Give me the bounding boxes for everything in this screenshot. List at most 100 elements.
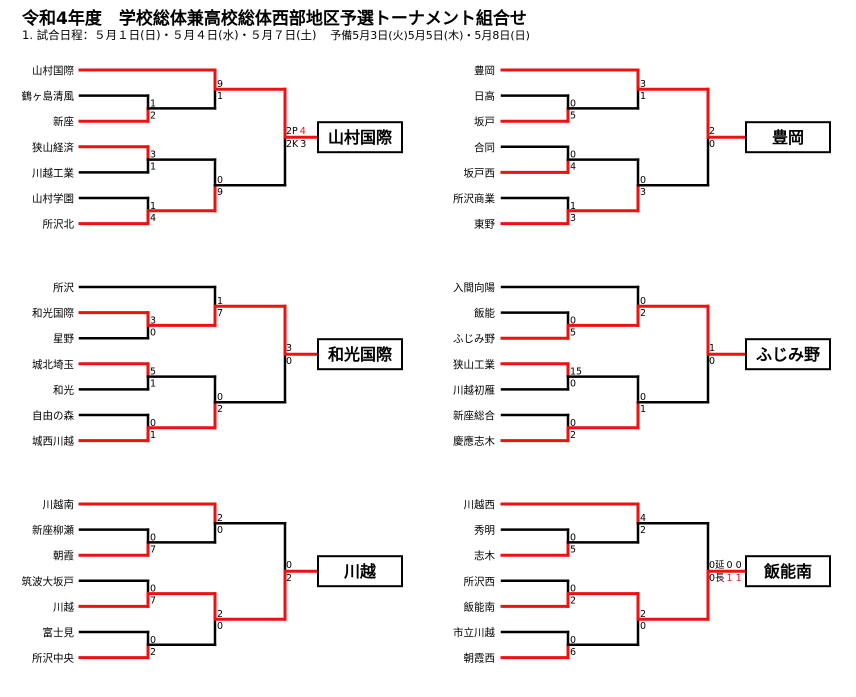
team-name: 所沢 [53,281,74,294]
score: 0 [570,379,576,390]
team-name: 和光国際 [32,307,74,320]
score: 0 [570,98,576,109]
score: 0 [570,635,576,646]
team-name: 所沢商業 [453,192,495,205]
team-name: 川越 [53,600,74,613]
final-score-top: 2 [709,126,715,137]
score: 1 [150,98,156,109]
score: 1 [150,162,156,173]
team-name: 飯能南 [464,600,496,613]
champion-box [317,555,403,588]
champion-box [317,338,403,371]
score: 6 [570,647,576,658]
team-name: 所沢北 [43,218,75,231]
champion-name: 川越 [343,562,377,581]
score: 2 [640,525,646,536]
score: 0 [570,315,576,326]
team-name: 所沢西 [464,575,496,588]
team-name: 所沢中央 [32,652,74,665]
schedule-reserve: 予備5月3日(火)5月5日(木)・5月8日(日) [330,29,530,42]
score: 2 [640,609,646,620]
score: 3 [150,150,156,161]
team-name: 鶴ヶ島清風 [22,90,75,103]
champion-name: 豊岡 [772,128,804,147]
score: 4 [570,162,576,173]
team-name: 星野 [53,333,74,345]
score: 0 [217,525,223,536]
team-name: 城北埼玉 [32,358,74,371]
final-score-top: 1 [709,343,715,354]
final-extra-bottom: 3 [300,139,306,150]
score: 3 [640,79,646,90]
score: 2 [640,308,646,319]
team-name: 豊岡 [474,64,495,77]
score: 3 [570,213,576,224]
score: 3 [150,315,156,326]
team-name: 和光 [53,383,74,396]
team-name: 志木 [474,549,495,562]
team-name: 坂戸西 [464,167,496,179]
team-name: 筑波大坂戸 [22,575,75,588]
score: 9 [217,79,223,90]
score: 0 [640,621,646,632]
champion-name: ふじみ野 [756,345,820,364]
team-name: 飯能 [474,307,495,320]
team-name: ふじみ野 [453,333,495,345]
final-score-bottom: 2K [286,139,299,150]
score: 2 [217,513,223,524]
score: 15 [570,367,582,378]
team-name: 新座柳瀬 [32,524,74,537]
final-score-top: 2P [286,126,298,137]
schedule-dates: 1. 試合日程：５月１日(日)・５月４日(水)・５月７日(土) [22,28,317,42]
score: 2 [150,110,156,121]
score: 7 [150,596,156,607]
score: 7 [150,544,156,555]
team-name: 朝霞西 [464,653,496,665]
score: 1 [150,430,156,441]
score: 5 [570,110,576,121]
champion-name: 山村国際 [328,128,393,147]
score: 0 [570,584,576,595]
score: 0 [640,175,646,186]
score: 1 [217,296,223,307]
page-title: 令和4年度 学校総体兼高校総体西部地区予選トーナメント組合せ [22,9,527,29]
score: 0 [150,327,156,338]
score: 2 [570,430,576,441]
champion-name: 飯能南 [763,562,812,581]
score: 5 [570,544,576,555]
team-name: 新座 [53,115,74,128]
team-name: 城西川越 [32,435,74,448]
team-name: 山村国際 [32,64,74,77]
champion-box [745,338,831,371]
score: 0 [217,621,223,632]
final-score-top: 3 [286,343,292,354]
final-extra-top: 0 0 [727,560,742,571]
score: 1 [217,91,223,102]
score: 0 [640,296,646,307]
team-name: 秀明 [474,525,495,537]
score: 4 [150,213,156,224]
team-name: 入間向陽 [453,281,495,294]
champion-box [745,555,831,588]
team-name: 川越工業 [32,166,74,179]
score: 0 [640,392,646,403]
score: 0 [570,418,576,429]
score: 2 [150,647,156,658]
score: 0 [150,635,156,646]
score: 1 [640,404,646,415]
final-score-bottom: 0 [286,356,292,367]
schedule-line: 1. 試合日程：５月１日(日)・５月４日(水)・５月７日(土) 予備5月3日(火… [22,27,530,43]
score: 2 [570,596,576,607]
champion-box [745,121,831,154]
team-name: 川越初雁 [453,383,495,396]
score: 1 [640,91,646,102]
score: 0 [150,584,156,595]
final-score-bottom: 0長 [709,573,725,584]
score: 1 [570,201,576,212]
score: 2 [217,404,223,415]
score: 3 [640,187,646,198]
score: 0 [150,532,156,543]
score: 0 [217,392,223,403]
score: 2 [217,609,223,620]
final-score-top: 0延 [709,559,725,571]
